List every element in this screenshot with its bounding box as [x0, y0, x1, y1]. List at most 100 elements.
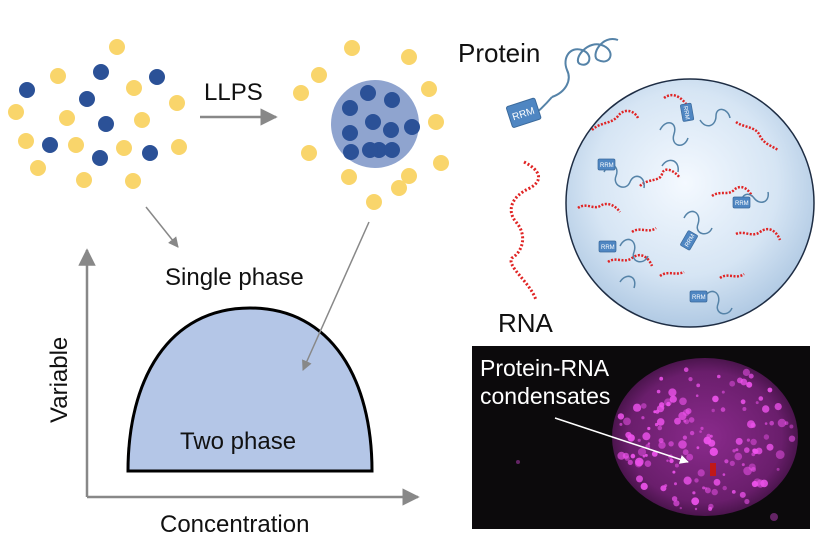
- condensate-speckle: [617, 413, 625, 420]
- condensate-speckle: [702, 486, 706, 490]
- condensate-speckle: [658, 441, 666, 449]
- condensate-speckle: [674, 482, 677, 486]
- yellow-particle: [341, 169, 357, 185]
- rrm-domain-icon: RRM: [689, 290, 708, 303]
- yellow-particle: [301, 145, 317, 161]
- yellow-particle: [126, 80, 142, 96]
- condensate-speckle: [516, 460, 520, 464]
- rna-strand: [639, 168, 681, 187]
- rna-strand: [607, 254, 654, 267]
- condensate-speckle: [623, 417, 631, 426]
- condensate-speckle: [664, 398, 672, 407]
- condensate-speckle: [755, 401, 759, 405]
- condensate-speckle: [694, 507, 698, 511]
- condensate-speckle: [740, 399, 746, 405]
- condensate-speckle: [633, 403, 642, 412]
- condensate-speckle: [642, 432, 651, 441]
- condensate-speckle: [697, 469, 705, 477]
- condensate-speckle: [742, 407, 747, 411]
- blue-particle: [404, 119, 420, 135]
- rna-strand: [711, 185, 754, 198]
- condensate-speckle: [671, 496, 678, 502]
- condensate-speckle: [627, 459, 633, 465]
- condensate-speckle: [682, 449, 689, 456]
- condensate-speckle: [659, 402, 665, 408]
- y-axis-label: Variable: [46, 337, 73, 423]
- condensate-speckle: [688, 417, 695, 423]
- blue-particle: [383, 122, 399, 138]
- two-phase-region: [126, 306, 374, 473]
- condensate-speckle: [722, 485, 727, 491]
- condensate-speckle: [735, 448, 739, 452]
- yellow-particle: [109, 39, 125, 55]
- yellow-particle: [59, 110, 75, 126]
- condensate-speckle: [708, 439, 716, 447]
- blue-particle: [384, 92, 400, 108]
- blue-particle: [360, 85, 376, 101]
- rna-strand: [663, 93, 687, 105]
- blue-particle: [343, 144, 359, 160]
- condensate-speckle: [635, 457, 644, 467]
- pointer-arrow-to-two-phase: [302, 221, 370, 371]
- condensate-speckle: [678, 411, 687, 421]
- condensate-speckle: [729, 460, 735, 466]
- blue-particle: [19, 82, 35, 98]
- blue-particle: [42, 137, 58, 153]
- condensate-speckle: [744, 498, 750, 505]
- rna-strand: [591, 109, 640, 131]
- condensate-speckle: [708, 506, 713, 511]
- condensate-speckle: [784, 421, 789, 425]
- yellow-particle: [68, 137, 84, 153]
- condensate-speckle: [641, 416, 645, 420]
- micrograph: Protein-RNA condensates: [472, 346, 810, 529]
- phase-diagram: Single phase Two phase Variable Concentr…: [46, 206, 420, 538]
- yellow-particle: [134, 112, 150, 128]
- condensate-speckle: [691, 497, 700, 506]
- condensate-speckle: [706, 433, 711, 439]
- protein-chain: [551, 37, 619, 98]
- yellow-particle: [116, 140, 132, 156]
- condensate-speckle: [673, 500, 680, 507]
- condensate-speckle: [740, 378, 748, 386]
- yellow-particle: [30, 160, 46, 176]
- rna-molecule: RNA: [498, 160, 554, 338]
- rna-strand: [735, 228, 782, 241]
- rrm-box: [597, 158, 616, 171]
- rrm-box: [689, 290, 708, 303]
- protein-chain: [659, 122, 689, 146]
- condensates-label-line1: Protein-RNA: [480, 355, 610, 381]
- condensate-speckle: [758, 396, 764, 401]
- rrm-label: RRM: [735, 201, 749, 207]
- condensate-speckle: [704, 487, 708, 490]
- condensate-speckle: [683, 476, 692, 485]
- condensate-speckle: [682, 435, 688, 440]
- condensate-speckle: [679, 397, 687, 406]
- condensate-speckle: [696, 446, 700, 450]
- rrm-box: [732, 196, 751, 209]
- condensate-speckle: [669, 458, 674, 464]
- condensate-speckle: [788, 435, 796, 442]
- condensate-speckle: [789, 424, 794, 429]
- condensate-speckle: [668, 441, 674, 447]
- condensate-speckle: [731, 490, 736, 494]
- yellow-particle: [401, 49, 417, 65]
- protein-chain: [683, 210, 713, 235]
- condensate-speckle: [636, 475, 643, 483]
- condensate-speckle: [630, 453, 636, 459]
- blue-particle: [98, 116, 114, 132]
- yellow-particle: [401, 168, 417, 184]
- condensate-speckle: [764, 422, 768, 425]
- condensate-speckle: [735, 437, 743, 445]
- condensate-speckles: [516, 367, 796, 521]
- droplet-particles: [293, 40, 449, 210]
- condensate-speckle: [713, 478, 721, 486]
- condensate-speckle: [739, 491, 746, 498]
- protein-chain: [619, 275, 636, 289]
- llps-label: LLPS: [204, 79, 263, 106]
- condensate-speckle: [775, 450, 785, 459]
- condensate-speckle: [724, 459, 729, 464]
- rrm-label: RRM: [692, 295, 706, 301]
- blue-particle: [93, 64, 109, 80]
- blue-particle: [149, 69, 165, 85]
